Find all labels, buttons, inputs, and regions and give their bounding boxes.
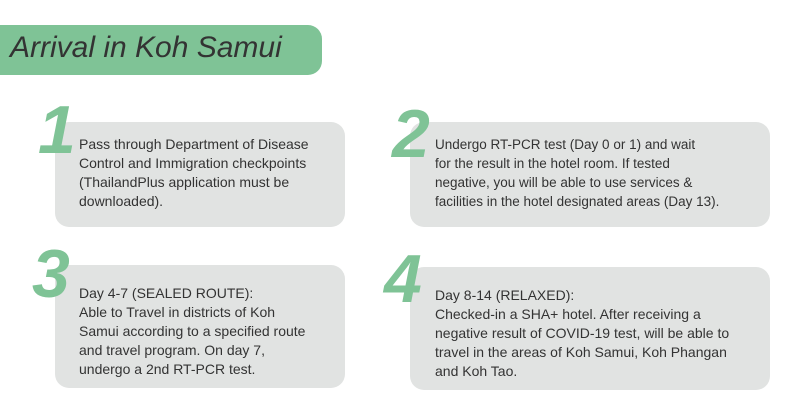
step-2-text: Undergo RT-PCR test (Day 0 or 1) and wai… [435, 137, 720, 209]
step-number-3: 3 [32, 236, 70, 312]
step-card-3: Day 4-7 (SEALED ROUTE):Able to Travel in… [55, 265, 345, 388]
step-4-text: Day 8-14 (RELAXED):Checked-in a SHA+ hot… [435, 287, 730, 379]
title-banner: Arrival in Koh Samui [0, 25, 322, 75]
page-title: Arrival in Koh Samui [10, 31, 282, 64]
step-card-4: Day 8-14 (RELAXED):Checked-in a SHA+ hot… [410, 267, 770, 390]
step-3-text: Day 4-7 (SEALED ROUTE):Able to Travel in… [79, 285, 306, 377]
step-card-2: Undergo RT-PCR test (Day 0 or 1) and wai… [410, 122, 770, 227]
step-number-4: 4 [384, 241, 422, 317]
step-number-1: 1 [38, 92, 76, 168]
step-number-2: 2 [392, 96, 430, 172]
